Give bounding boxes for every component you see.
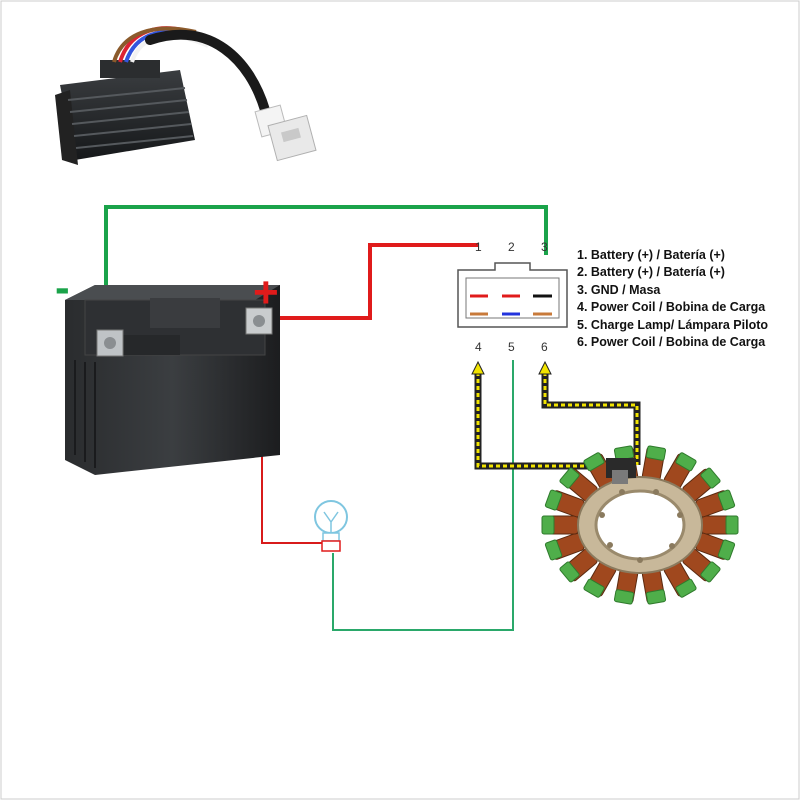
stator-coil-cap bbox=[544, 539, 563, 561]
legend-item-6: 6. Power Coil / Bobina de Carga bbox=[577, 335, 766, 349]
light-bulb-icon bbox=[314, 500, 348, 552]
legend-item-3: 3. GND / Masa bbox=[577, 283, 661, 297]
connector-icon bbox=[457, 262, 568, 328]
stator-coil-cap bbox=[717, 489, 736, 511]
stator-coil-cap bbox=[717, 539, 736, 561]
legend-item-2: 2. Battery (+) / Batería (+) bbox=[577, 265, 725, 279]
legend-item-5: 5. Charge Lamp/ Lámpara Piloto bbox=[577, 318, 768, 332]
stator-coil-icon bbox=[541, 445, 739, 605]
stator-coil-cap bbox=[583, 578, 605, 598]
pin-label-5: 5 bbox=[508, 340, 515, 354]
ground-wire bbox=[104, 205, 548, 322]
pin-label-4: 4 bbox=[475, 340, 482, 354]
legend-item-1: 1. Battery (+) / Batería (+) bbox=[577, 248, 725, 262]
stator-coil-cap bbox=[541, 515, 555, 535]
stator-coil-cap bbox=[583, 452, 605, 472]
regulator-rectifier-icon bbox=[55, 26, 317, 165]
stator-coil-cap bbox=[700, 561, 721, 583]
stator-coil-cap bbox=[613, 589, 635, 605]
stator-coil-cap bbox=[559, 467, 580, 489]
stator-coil-cap bbox=[645, 589, 667, 605]
lamp-return-wire bbox=[332, 360, 514, 631]
positive-sign: + bbox=[253, 268, 279, 317]
pin-label-2: 2 bbox=[508, 240, 515, 254]
stator-coil-cap bbox=[700, 467, 721, 489]
stator-coil-cap bbox=[675, 578, 697, 598]
coil-wire-6 bbox=[538, 360, 641, 465]
stator-coil-cap bbox=[725, 515, 739, 535]
pin-label-1: 1 bbox=[475, 240, 482, 254]
pin-label-3: 3 bbox=[541, 240, 548, 254]
pin-legend: 1. Battery (+) / Batería (+) 2. Battery … bbox=[577, 248, 768, 349]
positive-wire bbox=[272, 243, 478, 320]
stator-coil-cap bbox=[645, 445, 667, 461]
stator-coil-cap bbox=[675, 452, 697, 472]
coil-wire-4 bbox=[471, 360, 612, 470]
legend-item-4: 4. Power Coil / Bobina de Carga bbox=[577, 300, 766, 314]
pin-label-6: 6 bbox=[541, 340, 548, 354]
stator-coil-cap bbox=[559, 561, 580, 583]
stator-coil-cap bbox=[544, 489, 563, 511]
battery-icon bbox=[65, 285, 280, 475]
negative-sign: - bbox=[55, 263, 70, 312]
